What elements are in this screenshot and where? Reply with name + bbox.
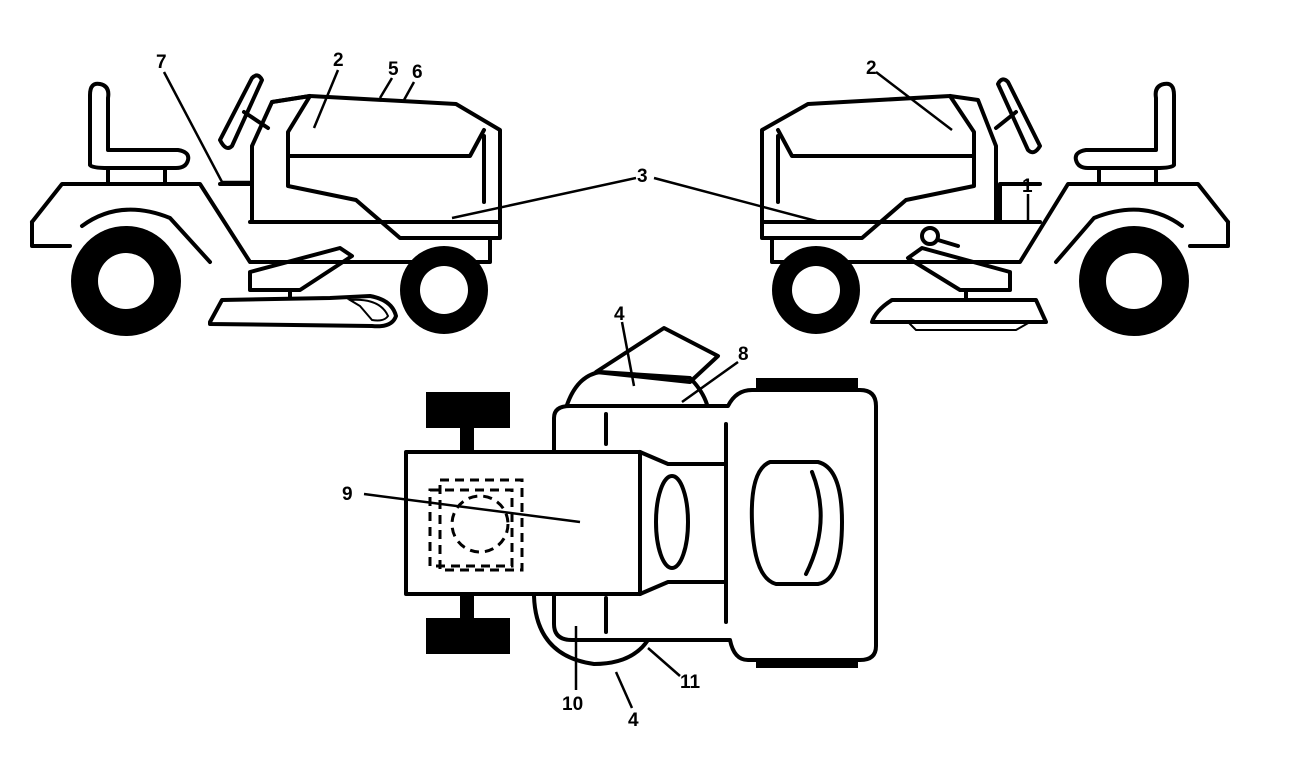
tractor-top-view: [404, 326, 878, 668]
callout-2-left: 2: [333, 50, 344, 71]
callout-6-left: 6: [412, 62, 423, 83]
tractor-right-side-view: [760, 77, 1230, 336]
right-seat: [1073, 81, 1176, 170]
callout-8-top: 8: [738, 344, 749, 365]
callout-10-bottom: 10: [562, 694, 583, 715]
right-body-fender: [958, 182, 1230, 264]
callout-9-top: 9: [342, 484, 353, 505]
callout-1-right: 1: [1022, 176, 1033, 197]
right-steering-wheel: [996, 77, 1042, 155]
callout-4-top: 4: [614, 304, 625, 325]
leader-lines: [162, 69, 1030, 709]
callout-7-left: 7: [156, 52, 167, 73]
left-mower-deck: [208, 294, 398, 329]
callout-3-center: 3: [637, 166, 648, 187]
tractor-left-side-view: [30, 73, 502, 336]
callout-11-bottom: 11: [680, 672, 701, 693]
top-steering-wheel: [654, 474, 690, 570]
callout-2-right: 2: [866, 58, 877, 79]
right-mower-deck: [870, 298, 1048, 324]
right-hood: [760, 94, 976, 240]
left-body-fender: [30, 182, 302, 264]
top-front-tire-upper: [426, 392, 510, 428]
left-hood: [270, 94, 502, 240]
left-steering-wheel: [218, 73, 264, 150]
callout-labels: 7 2 5 6 3 2 1 4 8 9 10 4 11: [156, 50, 1033, 731]
callout-4-bottom: 4: [628, 710, 639, 731]
top-discharge-chute: [594, 326, 720, 384]
callout-5-left: 5: [388, 59, 399, 80]
top-seat: [749, 460, 844, 586]
top-front-tire-lower: [426, 618, 510, 654]
left-seat: [88, 81, 191, 170]
